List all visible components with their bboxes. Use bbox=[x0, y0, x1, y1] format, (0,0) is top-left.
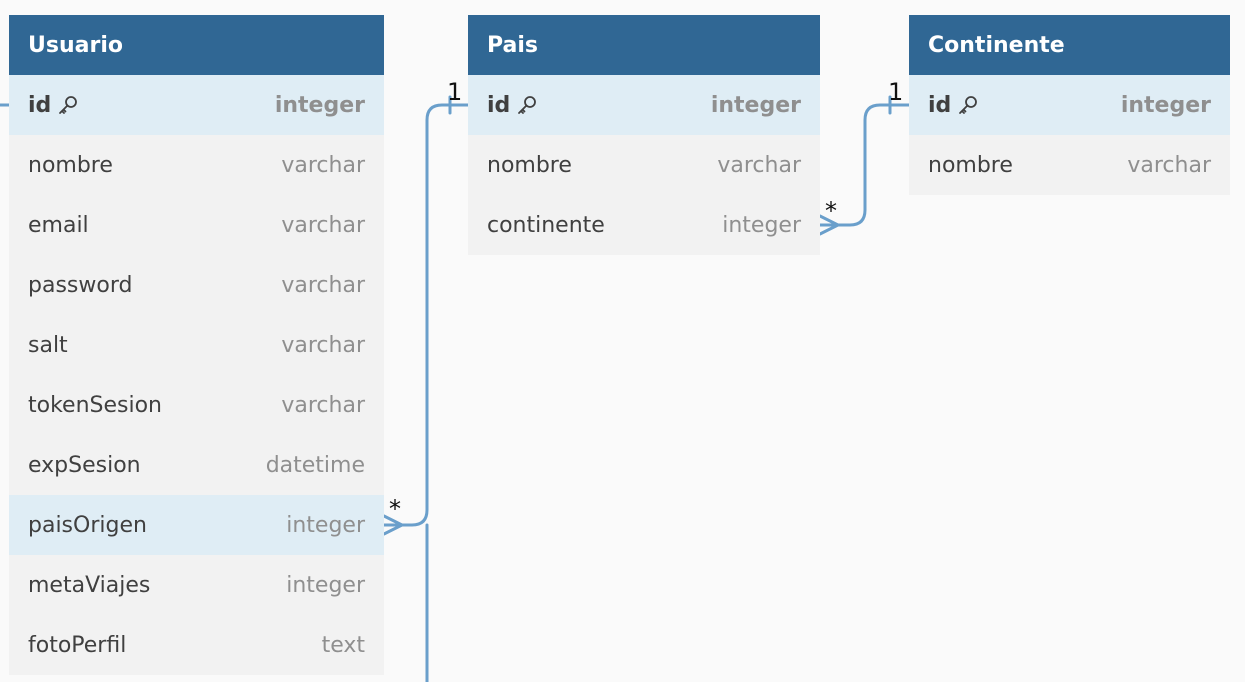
table-pais[interactable]: Pais id integer nombre varchar continent… bbox=[468, 15, 820, 255]
column-name: continente bbox=[487, 212, 605, 238]
column-name: salt bbox=[28, 332, 68, 358]
table-row[interactable]: fotoPerfil text bbox=[9, 615, 384, 675]
table-row[interactable]: nombre varchar bbox=[909, 135, 1230, 195]
column-name: id bbox=[487, 92, 511, 118]
column-name: id bbox=[28, 92, 52, 118]
column-type: varchar bbox=[281, 332, 365, 358]
usuario-pais-relation-line bbox=[382, 103, 470, 527]
column-name: metaViajes bbox=[28, 572, 151, 598]
table-row[interactable]: continente integer bbox=[468, 195, 820, 255]
pais-continente-from-cardinality: * bbox=[825, 197, 837, 225]
column-type: varchar bbox=[281, 212, 365, 238]
key-icon bbox=[516, 94, 538, 116]
pais-continente-to-cardinality: 1 bbox=[888, 78, 903, 106]
usuario-pais-many-marker bbox=[382, 514, 404, 536]
table-title-usuario: Usuario bbox=[28, 32, 123, 58]
column-type: text bbox=[321, 632, 365, 658]
table-row[interactable]: email varchar bbox=[9, 195, 384, 255]
column-name: nombre bbox=[28, 152, 113, 178]
table-header-continente[interactable]: Continente bbox=[909, 15, 1230, 75]
table-continente[interactable]: Continente id integer nombre varchar bbox=[909, 15, 1230, 195]
pais-continente-many-marker bbox=[818, 214, 840, 236]
column-name: expSesion bbox=[28, 452, 141, 478]
column-type: integer bbox=[1120, 92, 1211, 118]
table-title-continente: Continente bbox=[928, 32, 1065, 58]
table-row[interactable]: id integer bbox=[468, 75, 820, 135]
column-name: email bbox=[28, 212, 89, 238]
table-row[interactable]: metaViajes integer bbox=[9, 555, 384, 615]
column-type: integer bbox=[286, 512, 365, 538]
column-name: password bbox=[28, 272, 133, 298]
column-type: integer bbox=[722, 212, 801, 238]
table-row[interactable]: id integer bbox=[909, 75, 1230, 135]
column-name: paisOrigen bbox=[28, 512, 147, 538]
table-row[interactable]: expSesion datetime bbox=[9, 435, 384, 495]
table-row[interactable]: password varchar bbox=[9, 255, 384, 315]
table-header-pais[interactable]: Pais bbox=[468, 15, 820, 75]
column-type: integer bbox=[710, 92, 801, 118]
column-name: nombre bbox=[928, 152, 1013, 178]
key-icon bbox=[57, 94, 79, 116]
column-type: datetime bbox=[265, 452, 365, 478]
column-name: nombre bbox=[487, 152, 572, 178]
column-type: integer bbox=[286, 572, 365, 598]
column-type: varchar bbox=[281, 272, 365, 298]
column-type: varchar bbox=[281, 152, 365, 178]
column-type: varchar bbox=[281, 392, 365, 418]
column-type: integer bbox=[274, 92, 365, 118]
table-row[interactable]: salt varchar bbox=[9, 315, 384, 375]
column-type: varchar bbox=[1127, 152, 1211, 178]
key-icon bbox=[957, 94, 979, 116]
table-row[interactable]: id integer bbox=[9, 75, 384, 135]
table-row[interactable]: nombre varchar bbox=[9, 135, 384, 195]
pais-continente-relation-line bbox=[818, 103, 911, 227]
column-type: varchar bbox=[717, 152, 801, 178]
table-row[interactable]: nombre varchar bbox=[468, 135, 820, 195]
table-row[interactable]: tokenSesion varchar bbox=[9, 375, 384, 435]
table-row[interactable]: paisOrigen integer bbox=[9, 495, 384, 555]
column-name: fotoPerfil bbox=[28, 632, 127, 658]
usuario-pais-to-cardinality: 1 bbox=[447, 78, 462, 106]
table-usuario[interactable]: Usuario id integer nombre varchar email … bbox=[9, 15, 384, 675]
column-name: tokenSesion bbox=[28, 392, 162, 418]
table-header-usuario[interactable]: Usuario bbox=[9, 15, 384, 75]
column-name: id bbox=[928, 92, 952, 118]
table-title-pais: Pais bbox=[487, 32, 539, 58]
usuario-pais-from-cardinality: * bbox=[389, 495, 401, 523]
